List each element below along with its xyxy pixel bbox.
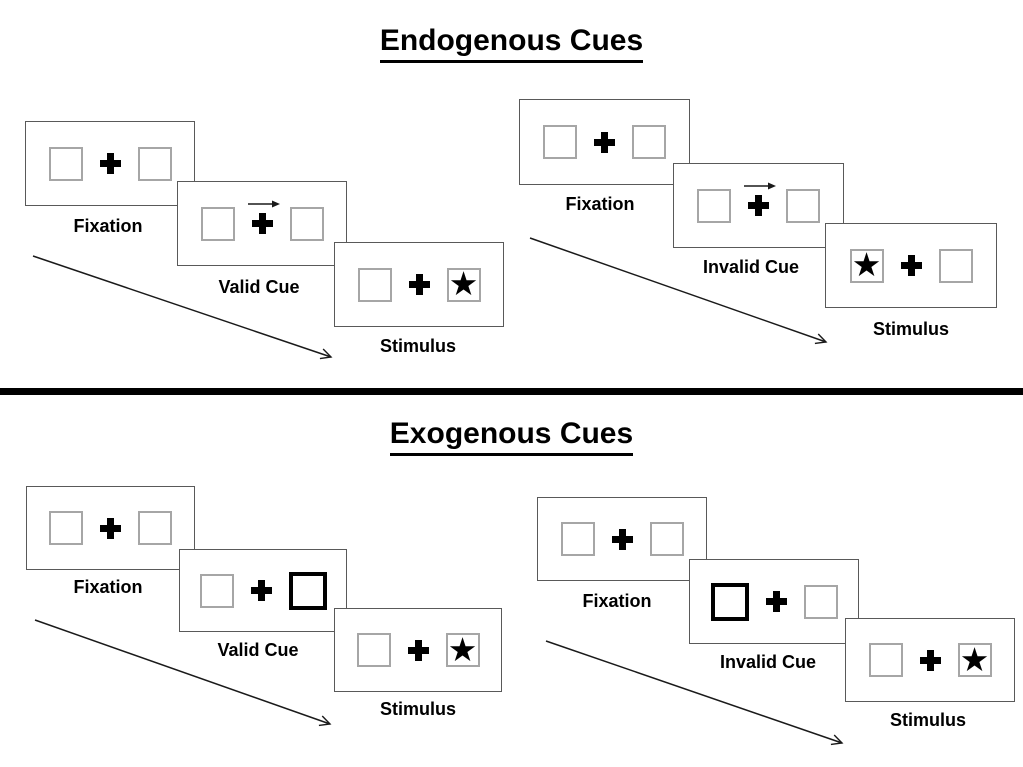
- fixation-cross-wrap: [99, 153, 121, 174]
- endo-invalid-cue-panel: [673, 163, 844, 248]
- panel-label: Fixation: [73, 577, 143, 597]
- panel-label: Invalid Cue: [719, 652, 817, 672]
- left-placeholder-box: [697, 188, 731, 223]
- exo-invalid-fixation-panel: [537, 497, 707, 581]
- cue-arrow-right-icon: [744, 182, 776, 190]
- right-placeholder-box: [649, 522, 684, 556]
- right-placeholder-box: [786, 188, 820, 223]
- left-placeholder-box: [357, 267, 392, 302]
- fixation-cross-wrap: [594, 131, 615, 153]
- timeline-arrow: [545, 640, 844, 746]
- endo-valid-stimulus-panel: ★: [334, 242, 504, 327]
- star-icon: ★: [447, 630, 478, 668]
- endogenous-section-title: Endogenous Cues: [0, 24, 1023, 63]
- panel-label: Invalid Cue: [702, 257, 800, 277]
- left-placeholder-box: [49, 511, 83, 545]
- cue-arrow-right-icon: [247, 200, 280, 208]
- fixation-cross-icon: [407, 639, 429, 661]
- panel-label: Fixation: [565, 194, 635, 214]
- fixation-cross-icon: [100, 517, 121, 539]
- panel-label: Stimulus: [872, 319, 950, 339]
- fixation-cross-wrap: [100, 517, 121, 539]
- exogenous-title-text: Exogenous Cues: [389, 417, 634, 456]
- endo-valid-cue-panel: [177, 181, 347, 266]
- fixation-cross-icon: [748, 195, 769, 216]
- left-cued-box: [710, 582, 749, 621]
- fixation-cross-icon: [594, 131, 615, 153]
- right-placeholder-box: [632, 125, 666, 159]
- left-placeholder-box: [199, 573, 234, 608]
- left-placeholder-box: [868, 643, 903, 677]
- fixation-cross-wrap: [247, 200, 280, 234]
- exo-invalid-stimulus-panel: ★: [845, 618, 1015, 702]
- right-cued-box: [288, 571, 327, 610]
- star-icon: ★: [959, 640, 990, 678]
- panel-label: Fixation: [582, 591, 652, 611]
- fixation-cross-wrap: [611, 528, 633, 550]
- fixation-cross-wrap: [765, 591, 787, 612]
- section-divider: [0, 388, 1023, 395]
- exogenous-section-title: Exogenous Cues: [0, 417, 1023, 456]
- fixation-cross-wrap: [407, 639, 429, 661]
- panel-label: Fixation: [73, 216, 143, 236]
- fixation-cross-icon: [99, 153, 121, 174]
- endo-valid-fixation-panel: [25, 121, 195, 206]
- fixation-cross-wrap: [408, 274, 430, 295]
- right-placeholder-box: [938, 248, 973, 283]
- exo-invalid-cue-panel: [689, 559, 859, 644]
- panel-label: Stimulus: [379, 336, 457, 356]
- left-placeholder-box: [48, 146, 83, 181]
- panel-label: Valid Cue: [218, 277, 300, 297]
- fixation-cross-icon: [765, 591, 787, 612]
- right-placeholder-box: [138, 511, 172, 545]
- timeline-arrow: [529, 237, 828, 345]
- timeline-arrow: [34, 619, 332, 727]
- panel-label: Stimulus: [379, 699, 457, 719]
- star-icon: ★: [851, 246, 882, 283]
- fixation-cross-wrap: [919, 649, 941, 671]
- fixation-cross-icon: [251, 213, 273, 234]
- fixation-cross-wrap: [900, 255, 922, 276]
- right-stimulus-box: ★: [957, 640, 992, 678]
- timeline-arrow: [32, 255, 333, 360]
- endo-invalid-stimulus-panel: ★: [825, 223, 997, 308]
- right-placeholder-box: [803, 584, 838, 619]
- endo-invalid-fixation-panel: [519, 99, 690, 185]
- fixation-cross-icon: [611, 528, 633, 550]
- left-stimulus-box: ★: [849, 246, 884, 283]
- right-placeholder-box: [137, 146, 172, 181]
- exo-valid-fixation-panel: [26, 486, 195, 570]
- exo-valid-cue-panel: [179, 549, 347, 632]
- panel-label: Stimulus: [889, 710, 967, 730]
- fixation-cross-icon: [900, 255, 922, 276]
- left-placeholder-box: [200, 206, 235, 241]
- fixation-cross-wrap: [744, 182, 776, 216]
- fixation-cross-wrap: [250, 580, 272, 601]
- panel-label: Valid Cue: [217, 640, 299, 660]
- fixation-cross-icon: [408, 274, 430, 295]
- fixation-cross-icon: [250, 580, 272, 601]
- fixation-cross-icon: [919, 649, 941, 671]
- left-placeholder-box: [543, 125, 577, 159]
- left-placeholder-box: [560, 522, 595, 556]
- exo-valid-stimulus-panel: ★: [334, 608, 502, 692]
- right-stimulus-box: ★: [445, 630, 480, 668]
- left-placeholder-box: [356, 633, 391, 667]
- right-placeholder-box: [289, 206, 324, 241]
- endogenous-title-text: Endogenous Cues: [379, 24, 644, 63]
- star-icon: ★: [448, 265, 479, 302]
- right-stimulus-box: ★: [446, 265, 481, 302]
